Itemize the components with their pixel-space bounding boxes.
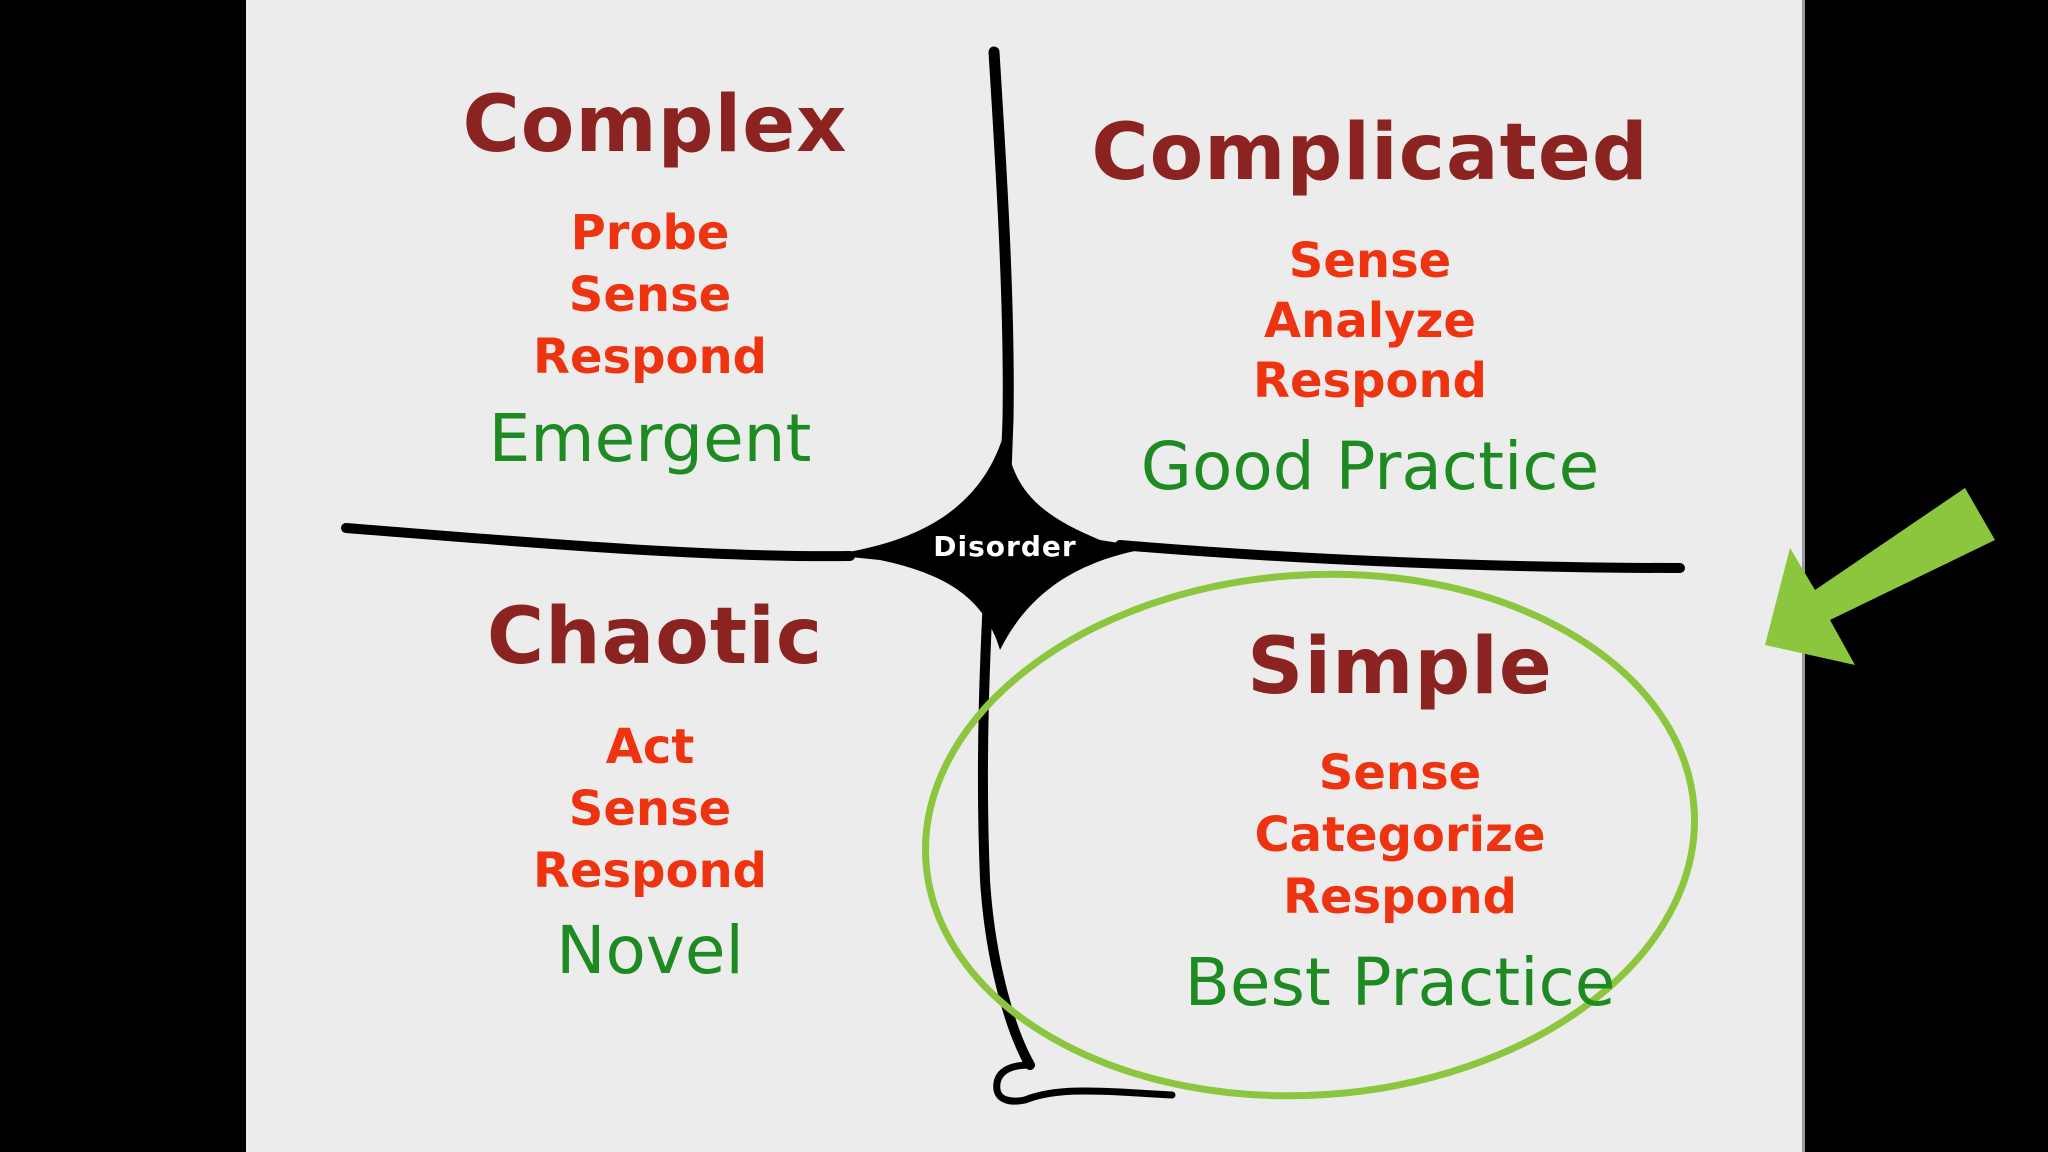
chaotic-step-2: Sense (568, 781, 732, 837)
complicated-step-2: Analyze (1264, 293, 1476, 349)
chaotic-practice: Novel (556, 912, 744, 989)
highlight-arrow (1765, 488, 1995, 665)
chaotic-title: Chaotic (486, 592, 824, 682)
complicated-step-3: Respond (1253, 353, 1487, 409)
vertical-divider-bottom (977, 555, 1035, 1070)
simple-step-3: Respond (1283, 869, 1517, 925)
complicated-step-1: Sense (1288, 233, 1452, 289)
complex-step-1: Probe (570, 205, 730, 261)
simple-practice: Best Practice (1184, 944, 1616, 1021)
simple-step-2: Categorize (1254, 807, 1546, 863)
chaotic-step-3: Respond (533, 843, 767, 899)
complex-step-2: Sense (568, 267, 732, 323)
cliff-hook (993, 1061, 1176, 1105)
horizontal-divider-right (1115, 540, 1685, 573)
complicated-title: Complicated (1091, 108, 1649, 198)
vertical-divider-top (988, 46, 1014, 526)
disorder-label: Disorder (933, 530, 1077, 563)
complex-practice: Emergent (488, 400, 812, 477)
disorder-hub (830, 430, 1150, 650)
simple-title: Simple (1247, 622, 1553, 712)
highlight-ring (922, 570, 1698, 1100)
complicated-practice: Good Practice (1140, 428, 1600, 505)
complex-step-3: Respond (533, 329, 767, 385)
complex-title: Complex (462, 80, 848, 170)
horizontal-divider-left (341, 523, 855, 562)
simple-step-1: Sense (1318, 745, 1482, 801)
chaotic-step-1: Act (605, 719, 695, 775)
